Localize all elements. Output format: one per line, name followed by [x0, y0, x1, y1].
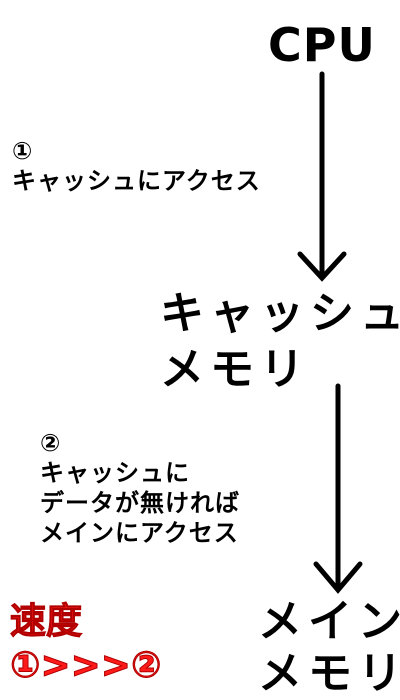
arrow-cache-to-main-memory: [313, 383, 363, 594]
speed-comparison: ①>>>②: [9, 645, 162, 687]
step-1-number: ①: [12, 137, 34, 165]
step-2-text-line-3: メインにアクセス: [40, 519, 239, 547]
step-2-text-line-2: データが無ければ: [40, 489, 240, 517]
cache-memory-label-line-2: メモリ: [160, 344, 310, 395]
speed-title: 速度: [9, 601, 83, 643]
main-memory-label-line-1: メイン: [258, 596, 400, 647]
speed-note: 速度 ①>>>②: [9, 600, 162, 688]
arrow-cpu-to-cache: [297, 71, 347, 282]
step-1-annotation: ① キャッシュにアクセス: [12, 136, 261, 196]
step-1-text: キャッシュにアクセス: [12, 167, 261, 195]
cpu-node: CPU: [268, 18, 376, 72]
cache-memory-node: キャッシュ メモリ: [160, 286, 400, 398]
cache-memory-label-line-1: キャッシュ: [160, 288, 400, 339]
step-2-number: ②: [40, 429, 62, 457]
main-memory-label-line-2: メモリ: [258, 648, 400, 699]
step-2-text-line-1: キャッシュに: [40, 459, 190, 487]
main-memory-node: メイン メモリ: [258, 596, 400, 700]
step-2-annotation: ② キャッシュに データが無ければ メインにアクセス: [40, 428, 240, 548]
